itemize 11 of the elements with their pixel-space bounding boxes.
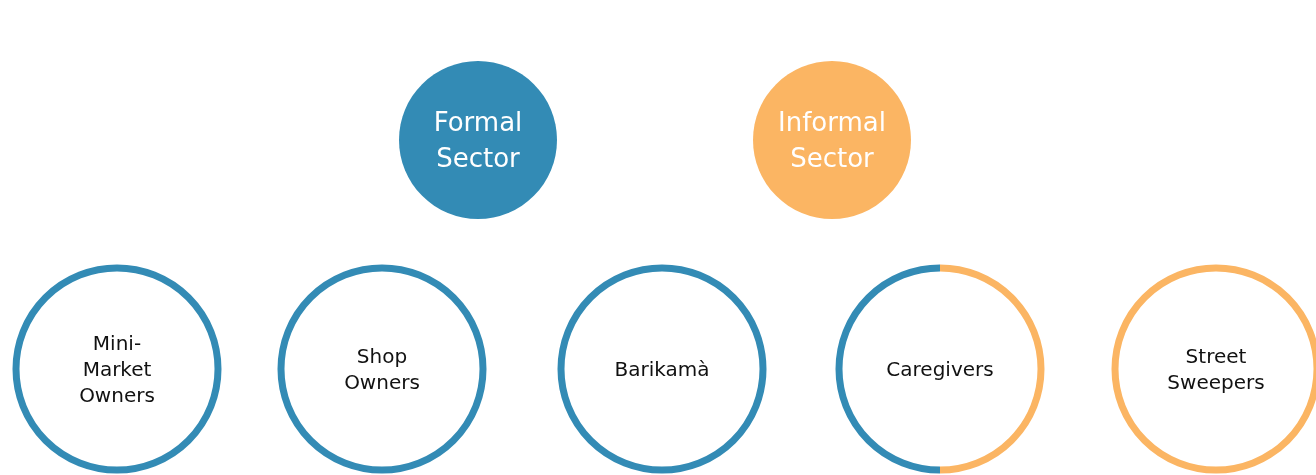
group-circle (557, 264, 767, 474)
circle-label: Mini-Market Owners (78, 330, 156, 408)
circle-label: Formal Sector (432, 106, 524, 175)
circle-label: Caregivers (885, 356, 995, 382)
circle-label: Informal Sector (777, 106, 887, 175)
group-circle (277, 264, 487, 474)
circle-label: Barikamà (613, 356, 711, 382)
circle-label: Street Sweepers (1166, 343, 1266, 395)
circle-label: Shop Owners (343, 343, 421, 395)
group-circle (835, 264, 1045, 474)
group-circle (12, 264, 222, 474)
